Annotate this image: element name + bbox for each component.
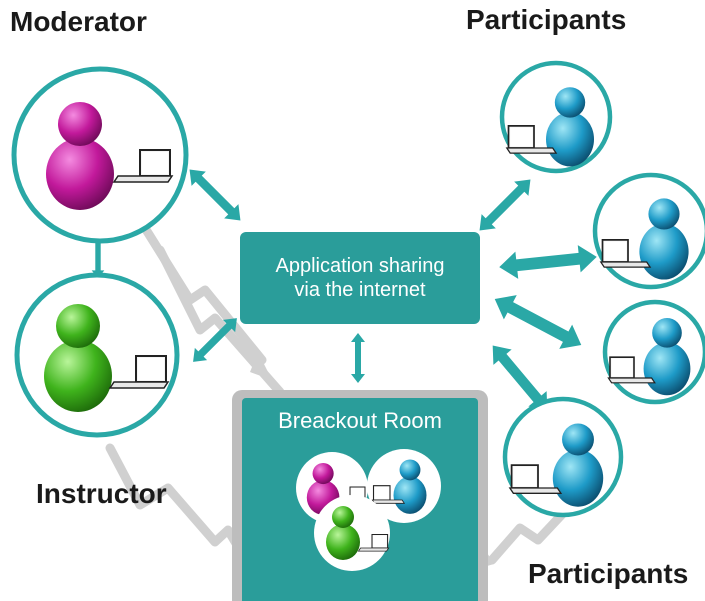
participants-label-bottom: Participants	[528, 558, 689, 589]
moderator-label: Moderator	[10, 6, 147, 37]
participant-avatar	[499, 60, 613, 174]
participants-label-top: Participants	[466, 4, 627, 35]
breakout-avatar-instructor	[314, 495, 390, 571]
application-sharing-box	[240, 232, 480, 324]
moderator-avatar	[11, 66, 189, 244]
instructor-avatar	[14, 272, 180, 438]
instructor-label: Instructor	[36, 478, 167, 509]
breakout-room-title: Breackout Room	[278, 408, 442, 433]
participant-avatar	[592, 172, 705, 290]
breakout-avatar-participant	[367, 449, 441, 523]
participant-avatar	[502, 396, 624, 518]
application-sharing-text: Application sharing via the internet	[244, 254, 476, 302]
participant-avatar	[602, 299, 705, 405]
application-sharing-line1: Application sharing	[275, 255, 445, 277]
application-sharing-line2: via the internet	[294, 279, 426, 301]
